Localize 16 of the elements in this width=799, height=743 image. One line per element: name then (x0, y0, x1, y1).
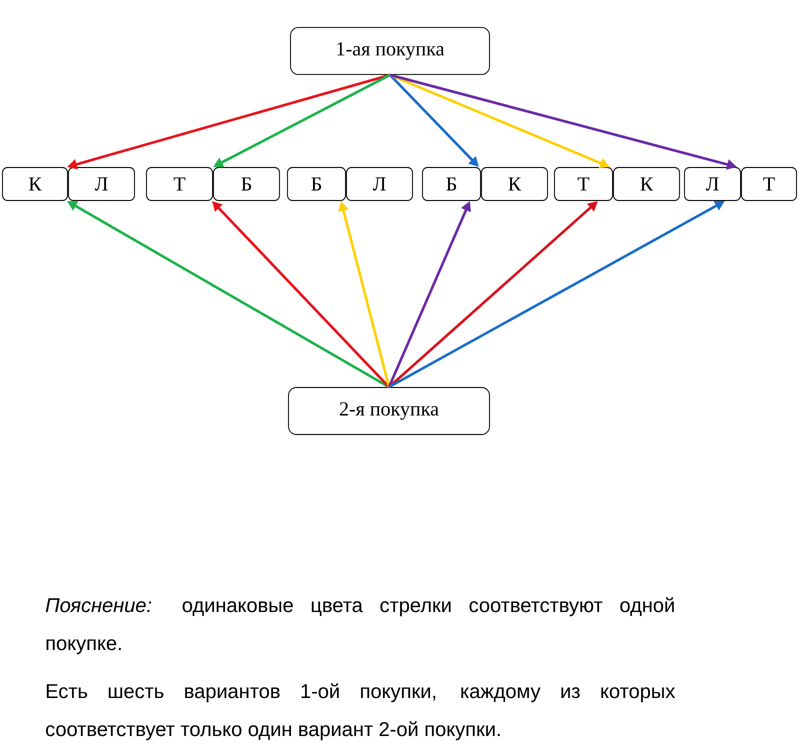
letter-box: Л (684, 167, 741, 201)
letter-box: Б (287, 167, 346, 201)
letter-box: Л (346, 167, 413, 201)
letter-box: Б (422, 167, 481, 201)
letter-box: К (613, 167, 680, 201)
note-text: Есть шесть вариантов 1-ой покупки, каждому из которых соответствует только один вариант 2-ой покупки. (46, 683, 676, 740)
letter-box: К (2, 167, 68, 201)
letter-box: К (481, 167, 548, 201)
purchase-box: 2-я покупка (288, 387, 490, 435)
letter-box: Б (213, 167, 280, 201)
letter-box: Т (146, 167, 213, 201)
letter-box: Л (68, 167, 135, 201)
note-text: Пояснение: одинаковые цвета стрелки соответствуют одной покупке. (46, 597, 674, 654)
purchase-box: 1-ая покупка (290, 27, 490, 75)
letter-box: Т (741, 167, 797, 201)
letter-box: Т (554, 167, 613, 201)
